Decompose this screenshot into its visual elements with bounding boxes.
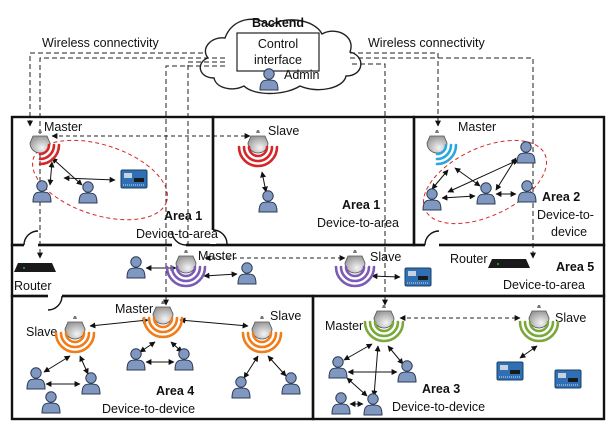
person-icon [328, 356, 348, 379]
area1-range-ellipse [32, 139, 168, 221]
doors [23, 229, 440, 311]
device-link-arrow [51, 157, 83, 186]
person-icon [363, 393, 383, 416]
area5-type: Device-to-area [503, 278, 585, 292]
master-light-area3-icon [363, 305, 405, 343]
device-link-arrow [371, 273, 401, 280]
device-links [43, 157, 538, 407]
admin-label: Admin [284, 68, 319, 82]
slave-label-area5: Slave [370, 250, 401, 264]
wireless-connectivity-left-label: Wireless connectivity [42, 36, 159, 50]
admin-person-icon [259, 68, 279, 91]
device-icons [14, 130, 582, 416]
slave-light-area3-icon [518, 305, 560, 343]
device-link-arrow [260, 171, 268, 193]
control-interface-label-line1: Control [258, 37, 298, 51]
master-slave-links [51, 133, 521, 321]
person-icon [32, 180, 52, 203]
router-label-right: Router [450, 252, 488, 266]
device-link-arrow [495, 157, 517, 191]
master-light-area1-icon [29, 130, 61, 166]
master-label-area4: Master [115, 302, 153, 316]
backend-title: Backend [252, 16, 304, 30]
person-icon [281, 372, 301, 395]
device-link-arrow [441, 193, 476, 201]
area1-right-type: Device-to-area [317, 216, 399, 230]
area1-left-name: Area 1 [164, 209, 202, 223]
device-link-arrow [519, 345, 538, 359]
device-link-arrow [371, 345, 381, 397]
device-link-arrow [267, 355, 287, 377]
device-link-arrow [89, 317, 149, 329]
area2-name: Area 2 [542, 190, 580, 204]
device-link-arrow [139, 341, 156, 353]
person-icon [26, 367, 46, 390]
person-icon [258, 190, 278, 213]
slave-label-area4-right: Slave [270, 309, 301, 323]
slave-light-area4-left-icon [54, 316, 96, 354]
device-link-arrow [63, 175, 116, 183]
area1-right-name: Area 1 [342, 198, 380, 212]
person-icon [476, 182, 496, 205]
router-label-left: Router [14, 279, 52, 293]
device-link-arrow [179, 317, 249, 329]
control-interface-box [236, 32, 320, 72]
person-icon [422, 188, 442, 211]
device-link-arrow [47, 161, 55, 186]
slave-label-area3: Slave [555, 311, 586, 325]
area1-left-type: Device-to-area [136, 227, 218, 241]
microcontroller-board-icon [404, 267, 432, 287]
master-label-area2: Master [458, 120, 496, 134]
person-icon [81, 372, 101, 395]
area4-type: Device-to-device [102, 402, 195, 416]
device-link-arrow [387, 345, 404, 365]
master-label-area3: Master [325, 319, 363, 333]
master-label-area1: Master [44, 120, 82, 134]
wireless-connectivity-right-label: Wireless connectivity [368, 36, 485, 50]
microcontroller-board-icon [120, 169, 148, 189]
area4-name: Area 4 [156, 384, 194, 398]
slave-light-area1-icon [237, 130, 279, 168]
slave-label-area4-left: Slave [26, 325, 57, 339]
master-light-area2-icon [426, 130, 458, 166]
person-icon [331, 392, 351, 415]
microcontroller-board-icon [496, 361, 524, 381]
area2-type-line1: Device-to- [537, 208, 594, 222]
area5-name: Area 5 [556, 260, 594, 274]
person-icon [78, 181, 98, 204]
person-icon [231, 376, 251, 399]
person-icon [397, 360, 417, 383]
person-icon [126, 348, 146, 371]
person-icon [237, 262, 257, 285]
area3-type: Device-to-device [392, 400, 485, 414]
person-icon [126, 256, 146, 279]
admin-person-body [259, 68, 279, 91]
device-link-arrow [43, 355, 71, 373]
master-light-area5-icon [165, 250, 207, 288]
router-left-icon [14, 263, 56, 272]
person-icon [516, 141, 536, 164]
person-icon [517, 180, 537, 203]
person-icon [41, 391, 61, 414]
master-label-area5: Master [198, 249, 236, 263]
device-link-arrow [243, 355, 259, 379]
control-interface-label-line2: interface [254, 53, 302, 67]
area3-name: Area 3 [422, 382, 460, 396]
area-frames [10, 115, 606, 421]
microcontroller-board-icon [554, 369, 582, 389]
device-link-arrow [203, 271, 238, 279]
router-right-icon [488, 259, 530, 268]
area2-type-line2: device [551, 225, 587, 239]
master-light-area4-icon [142, 301, 184, 339]
slave-label-area1: Slave [268, 124, 299, 138]
device-link-arrow [431, 169, 449, 190]
device-link-arrow [343, 343, 373, 361]
device-link-arrow [346, 377, 368, 397]
slave-light-area4-right-icon [241, 316, 283, 354]
slave-light-area5-icon [334, 250, 376, 288]
device-link-arrow [79, 355, 89, 375]
wireless-links [27, 52, 536, 306]
person-icon [174, 348, 194, 371]
